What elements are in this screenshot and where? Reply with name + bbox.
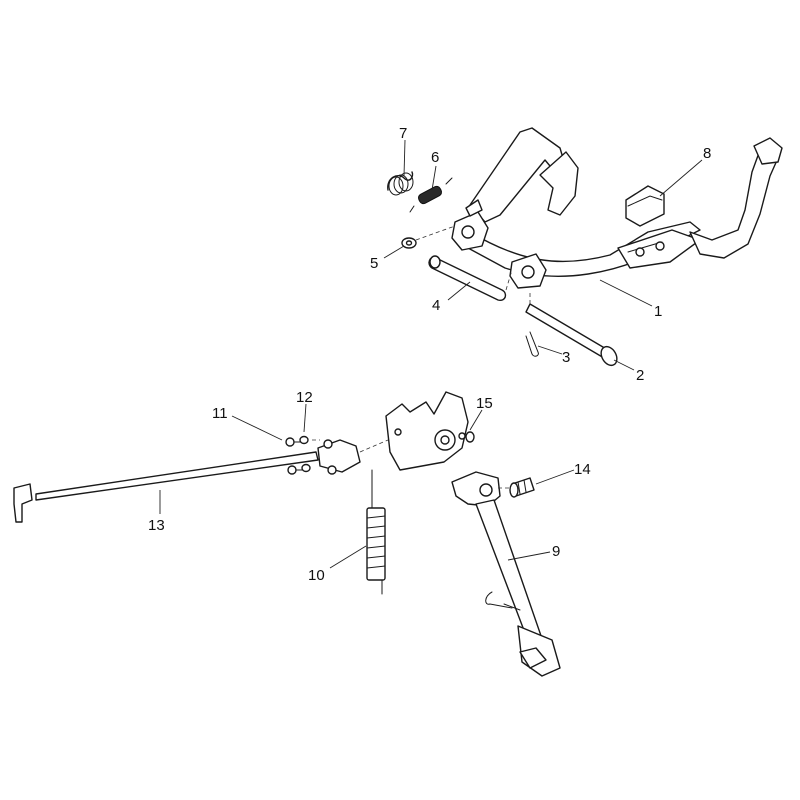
callout-7: 7 xyxy=(399,125,407,142)
assembly-lines-upper xyxy=(415,225,531,304)
callout-13: 13 xyxy=(148,517,165,534)
part-12-nut xyxy=(299,435,311,473)
part-6-spring xyxy=(409,177,453,213)
callout-10: 10 xyxy=(308,567,325,584)
callout-11: 11 xyxy=(212,405,228,422)
assembly-lines-middle xyxy=(312,439,389,453)
callout-2: 2 xyxy=(636,367,644,384)
leader-lines xyxy=(159,139,703,569)
part-1-center-stand xyxy=(451,127,783,289)
part-14-bushing xyxy=(509,477,535,498)
part-2-pin xyxy=(525,303,618,367)
callout-15: 15 xyxy=(476,395,493,412)
part-7-spring xyxy=(387,171,414,196)
callout-labels: 1 2 3 4 5 6 7 8 9 10 11 12 13 14 15 xyxy=(148,125,711,584)
callout-4: 4 xyxy=(432,297,440,314)
callout-5: 5 xyxy=(370,255,378,272)
callout-6: 6 xyxy=(431,149,439,166)
part-10-spring-rod xyxy=(366,469,386,595)
part-11-screws xyxy=(285,437,303,475)
part-4-sleeve xyxy=(428,255,507,301)
part-8-rubber-pad xyxy=(625,185,665,227)
callout-9: 9 xyxy=(552,543,560,560)
part-3-cotter-pin xyxy=(525,331,539,357)
part-15-bracket-plate xyxy=(385,391,475,471)
callout-12: 12 xyxy=(296,389,313,406)
callout-14: 14 xyxy=(574,461,591,478)
part-13-sensor-cable xyxy=(13,439,361,523)
part-9-side-stand xyxy=(451,471,561,677)
part-5-washer xyxy=(401,237,417,249)
callout-1: 1 xyxy=(654,303,662,320)
callout-3: 3 xyxy=(562,349,570,366)
callout-8: 8 xyxy=(703,145,711,162)
